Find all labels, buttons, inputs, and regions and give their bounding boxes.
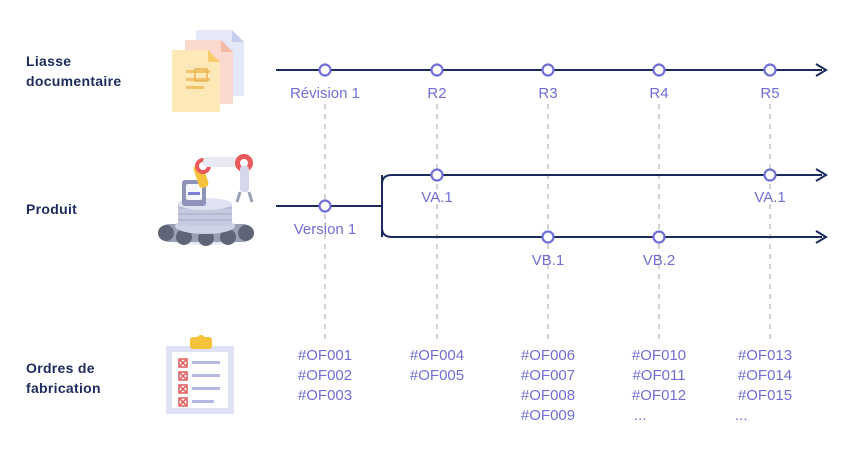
- version-label-base: Version 1: [294, 221, 357, 238]
- row-label-ordres: Ordres de fabrication: [26, 360, 101, 396]
- timeline-node: [763, 63, 777, 77]
- dashed-connectors: [324, 104, 771, 342]
- timeline-nodes: [318, 63, 777, 244]
- order-number: #OF006: [521, 347, 575, 364]
- order-number: #OF003: [298, 387, 352, 404]
- order-number: #OF013: [738, 347, 792, 364]
- version-label-a: VA.1: [754, 189, 785, 206]
- order-number: #OF004: [410, 347, 464, 364]
- revision-label: R5: [760, 85, 779, 102]
- order-number: #OF012: [632, 387, 686, 404]
- robot-arm-icon: [158, 154, 254, 246]
- timeline-node: [541, 230, 555, 244]
- branch-a-line: [381, 174, 822, 185]
- row-label-liasse-line2: documentaire: [26, 73, 121, 89]
- timeline-node: [318, 199, 332, 213]
- branch-b-line: [381, 227, 822, 238]
- timeline-node: [652, 230, 666, 244]
- order-ellipsis: ...: [735, 407, 748, 424]
- order-number: #OF011: [632, 367, 685, 384]
- timeline-node: [652, 63, 666, 77]
- version-label-a: VA.1: [421, 189, 452, 206]
- revision-label: R4: [649, 85, 668, 102]
- order-column: #OF004 #OF005: [410, 347, 464, 384]
- row-label-ordres-line1: Ordres de: [26, 360, 95, 376]
- revision-label: R2: [427, 85, 446, 102]
- order-column: #OF001 #OF002 #OF003: [298, 347, 352, 404]
- order-number: #OF015: [738, 387, 792, 404]
- clipboard-checklist-icon: [166, 335, 234, 414]
- row-label-liasse-line1: Liasse: [26, 53, 71, 69]
- version-label-b: VB.2: [643, 252, 676, 269]
- order-number: #OF010: [632, 347, 686, 364]
- arrowhead: [815, 230, 828, 244]
- version-label-b: VB.1: [532, 252, 565, 269]
- order-number: #OF009: [521, 407, 575, 424]
- arrowhead: [815, 63, 828, 77]
- order-ellipsis: ...: [634, 407, 647, 424]
- order-number: #OF007: [521, 367, 575, 384]
- order-column: #OF006 #OF007 #OF008 #OF009: [521, 347, 575, 424]
- timeline-node: [430, 168, 444, 182]
- version-labels: Version 1 VA.1 VA.1 VB.1 VB.2: [294, 189, 786, 269]
- order-number: #OF014: [738, 367, 792, 384]
- timeline-node: [763, 168, 777, 182]
- order-number: #OF002: [298, 367, 352, 384]
- documents-stack-icon: [172, 30, 244, 112]
- revision-label: Révision 1: [290, 85, 360, 102]
- order-number: #OF008: [521, 387, 575, 404]
- revision-label: R3: [538, 85, 557, 102]
- order-column: #OF010 #OF011 #OF012 ...: [632, 347, 686, 424]
- timeline-node: [430, 63, 444, 77]
- row-label-produit-line1: Produit: [26, 201, 77, 217]
- timeline-node: [541, 63, 555, 77]
- revision-labels: Révision 1 R2 R3 R4 R5: [290, 85, 780, 102]
- row-label-ordres-line2: fabrication: [26, 380, 101, 396]
- row-label-produit: Produit: [26, 201, 77, 217]
- row-label-liasse: Liasse documentaire: [26, 53, 121, 89]
- arrowhead: [815, 168, 828, 182]
- order-number: #OF005: [410, 367, 464, 384]
- timeline-node: [318, 63, 332, 77]
- order-column: #OF013 #OF014 #OF015 ...: [735, 347, 792, 424]
- order-number: #OF001: [298, 347, 352, 364]
